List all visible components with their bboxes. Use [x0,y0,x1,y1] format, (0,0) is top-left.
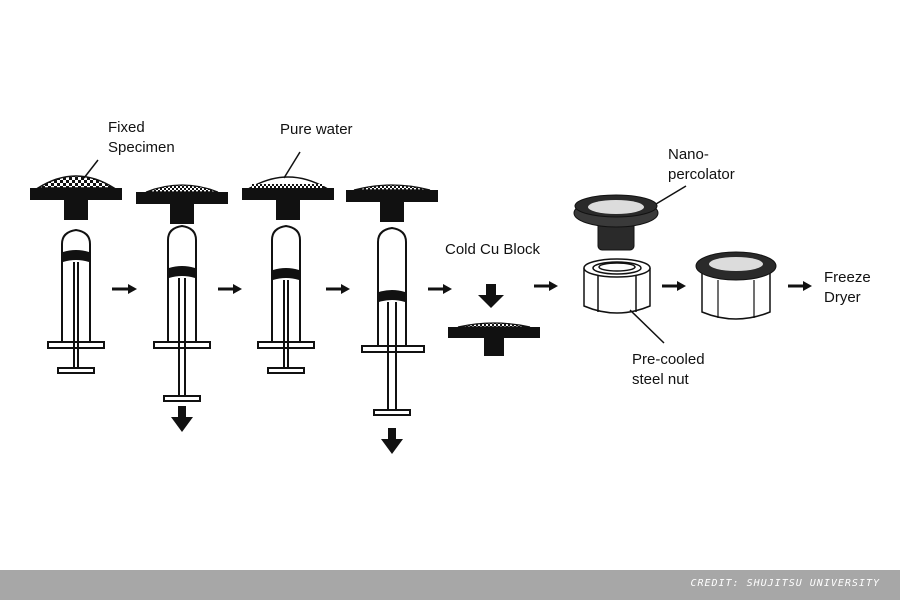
syringe-icon [47,228,105,374]
right-arrow-icon [326,284,350,294]
right-arrow-icon [112,284,137,294]
pure-water-leader [283,151,301,179]
syringe-icon [257,224,315,374]
syringe-icon [153,224,211,402]
filter-holder-icon [242,176,334,220]
nano-percolator-label: Nano- percolator [668,145,735,185]
filter-holder-icon [346,184,438,222]
steel-nut-leader [629,309,665,344]
pre-cooled-nut-label: Pre-cooled steel nut [632,350,705,390]
syringe-3 [242,176,334,374]
luer-connector [64,200,88,220]
fixed-specimen-label-line1: Fixed [108,119,145,136]
steel-nut-icon [583,258,651,314]
nano-percolator-leader [655,185,687,205]
syringe-icon [361,226,425,416]
right-arrow-icon [218,284,242,294]
pre-cooled-nut-label-line1: Pre-cooled [632,351,705,368]
down-arrow-icon [171,406,193,432]
workflow-diagram [30,151,812,454]
right-arrow-icon [788,281,812,291]
filter-holder-icon [448,322,540,356]
cold-cu-block [448,327,540,338]
syringe-2 [136,184,228,432]
fixed-specimen-label: Fixed Specimen [108,118,175,158]
pure-water-label: Pure water [280,121,353,138]
freeze-dryer-label: Freeze Dryer [824,268,871,308]
nano-percolator-icon [573,194,659,251]
fixed-specimen-label-line2: Specimen [108,139,175,156]
filter-holder-base [30,188,122,200]
assembled-percolator-icon [695,251,777,320]
syringe-1 [30,175,122,374]
freeze-dryer-label-line1: Freeze [824,269,871,286]
nano-percolator-label-line2: percolator [668,166,735,183]
nano-percolator-label-line1: Nano- [668,146,709,163]
right-arrow-icon [428,284,452,294]
plunger-seal [63,250,89,262]
right-arrow-icon [662,281,686,291]
filter-holder-icon [30,175,122,220]
freeze-dryer-label-line2: Dryer [824,289,861,306]
down-arrow-icon [478,284,504,308]
fixed-specimen-shape [145,184,219,193]
credit-text: CREDIT: SHUJITSU UNIVERSITY [690,578,880,589]
filter-holder-icon [136,184,228,224]
syringe-4 [346,184,438,454]
right-arrow-icon [534,281,558,291]
down-arrow-icon [381,428,403,454]
cold-cu-block-label: Cold Cu Block [445,241,541,258]
fixed-specimen-leader [83,159,99,179]
diagram-stage: Fixed Specimen Pure water Cold Cu Block … [30,118,871,454]
fixed-specimen-shape [35,175,117,189]
pre-cooled-nut-label-line2: steel nut [632,371,689,388]
credit-bar: CREDIT: SHUJITSU UNIVERSITY [0,570,900,600]
